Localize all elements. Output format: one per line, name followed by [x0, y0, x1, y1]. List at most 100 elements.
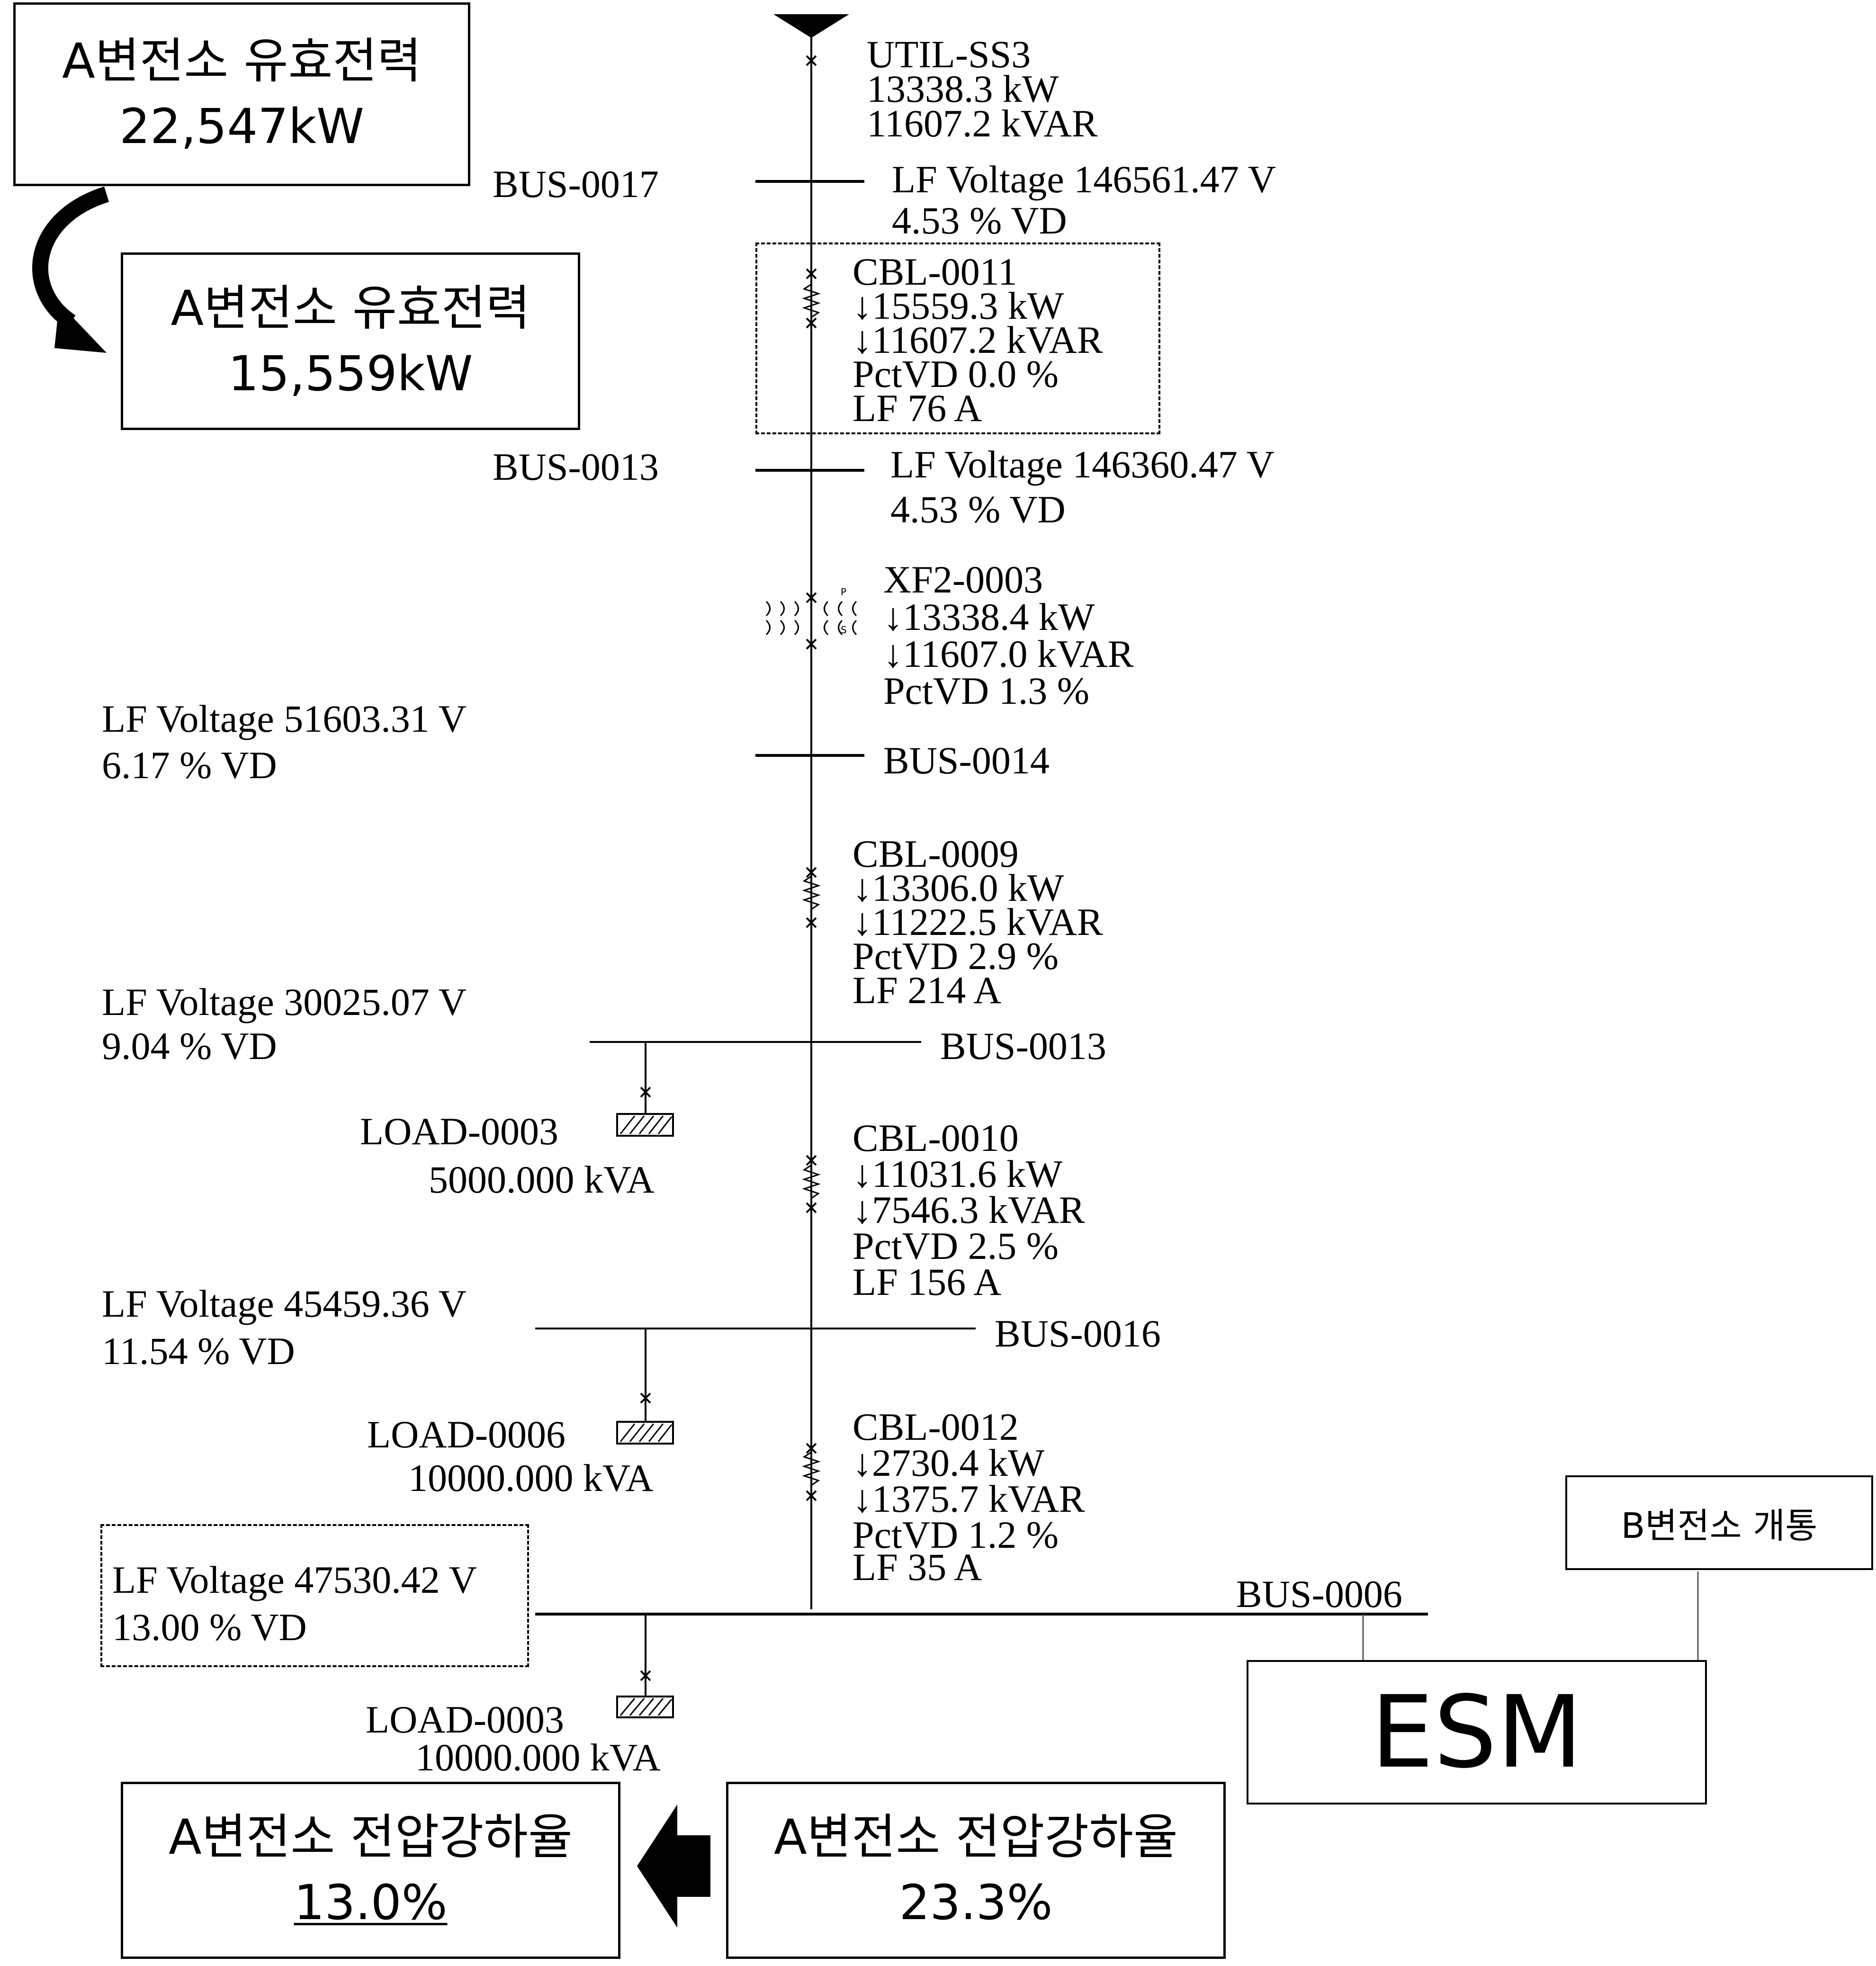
breaker-marks [806, 55, 817, 1501]
load-0006-kva: 10000.000 kVA [408, 1456, 654, 1499]
utility-source-icon [773, 14, 849, 38]
cbl-0010-kvar-row: ↓7546.3 kVAR [853, 1191, 1085, 1230]
cbl-0009-name: CBL-0009 [853, 832, 1019, 875]
esm-box: ESM [1247, 1660, 1707, 1804]
xf2-0003-pctvd: PctVD 1.3 % [883, 669, 1090, 712]
flow-arrow-icon: ↓ [853, 1152, 872, 1195]
power-before-value: 22,547kW [119, 99, 364, 155]
cable-0010-icon [802, 1164, 821, 1199]
bus-0013-mid-voltage: LF Voltage 30025.07 V [102, 980, 467, 1023]
bus-0013-top-name: BUS-0013 [493, 445, 659, 488]
bus-0006-highlight-box [100, 1524, 529, 1667]
bus-0006-voltage: LF Voltage 47530.42 V [112, 1558, 477, 1601]
power-before-title: A변전소 유효전력 [62, 33, 422, 90]
cbl-0010-kw-row: ↓11031.6 kW [853, 1155, 1062, 1194]
cable-0011-icon [802, 283, 821, 318]
xf2-0003-kw-row: ↓13338.4 kW [883, 598, 1095, 637]
bus-0014-vd: 6.17 % VD [102, 744, 277, 787]
load-0006-name: LOAD-0006 [367, 1413, 566, 1456]
flow-arrow-icon: ↓ [853, 1441, 872, 1484]
flow-arrow-icon: ↓ [853, 900, 872, 943]
bus-0017-name: BUS-0017 [493, 162, 659, 206]
bus-0017-vd: 4.53 % VD [892, 199, 1067, 242]
power-after-title: A변전소 유효전력 [171, 280, 530, 337]
cbl-0011-kvar-row: ↓11607.2 kVAR [853, 321, 1103, 359]
cbl-0012-lf: LF 35 A [853, 1545, 982, 1589]
cbl-0012-pctvd: PctVD 1.2 % [853, 1513, 1059, 1556]
power-before-box: A변전소 유효전력 22,547kW [13, 2, 470, 186]
cable-0012-icon [802, 1451, 821, 1486]
esm-connectors [1362, 1571, 1699, 1660]
load-0003-b-kva: 10000.000 kVA [415, 1736, 661, 1779]
utility-kw: 13338.3 kW [867, 67, 1059, 110]
load-0003-a-name: LOAD-0003 [360, 1110, 559, 1153]
vd-before-value: 23.3% [899, 1875, 1053, 1931]
bus-0016-voltage: LF Voltage 45459.36 V [102, 1282, 467, 1325]
flow-arrow-icon: ↓ [853, 318, 872, 361]
xf2-0003-kw: 13338.4 kW [903, 595, 1095, 638]
cbl-0009-kvar: 11222.5 kVAR [872, 900, 1103, 943]
bus-0014-name: BUS-0014 [883, 739, 1050, 782]
cbl-0012-kw: 2730.4 kW [872, 1441, 1045, 1484]
flow-arrow-icon: ↓ [853, 1188, 872, 1231]
xf2-0003-secondary-label: S [841, 624, 847, 636]
bus-0006-name: BUS-0006 [1236, 1572, 1402, 1616]
vd-before-box: A변전소 전압강하율 23.3% [726, 1782, 1226, 1959]
cbl-0009-kw: 13306.0 kW [872, 866, 1064, 909]
flow-arrow-icon: ↓ [853, 284, 872, 327]
load-0003-b-drop [616, 1614, 674, 1718]
flow-arrow-icon: ↓ [853, 1477, 872, 1520]
cbl-0011-kw-row: ↓15559.3 kW [853, 287, 1064, 325]
bus-0016-vd: 11.54 % VD [102, 1329, 295, 1373]
cbl-0012-kw-row: ↓2730.4 kW [853, 1444, 1044, 1482]
flow-arrow-icon: ↓ [883, 632, 903, 675]
utility-kvar: 11607.2 kVAR [867, 102, 1098, 145]
b-substation-open-label: B변전소 개통 [1621, 1505, 1818, 1546]
vd-before-title: A변전소 전압강하율 [774, 1809, 1178, 1866]
cbl-0009-lf: LF 214 A [853, 969, 1002, 1012]
cbl-0011-name: CBL-0011 [853, 250, 1017, 293]
bus-0014-voltage: LF Voltage 51603.31 V [102, 697, 467, 740]
bus-0013-mid-name: BUS-0013 [940, 1024, 1106, 1068]
cbl-0009-kw-row: ↓13306.0 kW [853, 869, 1064, 907]
cbl-0009-pctvd: PctVD 2.9 % [853, 934, 1059, 978]
cbl-0011-kvar: 11607.2 kVAR [872, 318, 1103, 361]
bus-0013-mid-vd: 9.04 % VD [102, 1024, 277, 1068]
esm-label: ESM [1371, 1674, 1583, 1790]
xf2-0003-primary-label: P [841, 586, 847, 598]
bus-0006-vd: 13.00 % VD [112, 1606, 307, 1649]
xf2-0003-kvar-row: ↓11607.0 kVAR [883, 635, 1134, 673]
power-after-box: A변전소 유효전력 15,559kW [121, 252, 580, 430]
bus-0013-top-vd: 4.53 % VD [890, 488, 1066, 531]
cbl-0010-pctvd: PctVD 2.5 % [853, 1224, 1059, 1267]
cbl-0010-kvar: 7546.3 kVAR [872, 1188, 1085, 1231]
vd-after-box: A변전소 전압강하율 13.0% [121, 1782, 620, 1959]
load-0003-a-kva: 5000.000 kVA [429, 1158, 655, 1201]
cbl-0009-kvar-row: ↓11222.5 kVAR [853, 903, 1103, 942]
left-arrow-icon [637, 1804, 710, 1928]
xf2-0003-name: XF2-0003 [883, 558, 1043, 601]
power-after-value: 15,559kW [228, 345, 473, 402]
cbl-0011-kw: 15559.3 kW [872, 284, 1064, 327]
flow-arrow-icon: ↓ [883, 595, 903, 638]
bus-0017-voltage: LF Voltage 146561.47 V [892, 158, 1276, 201]
vd-after-title: A변전소 전압강하율 [169, 1809, 573, 1866]
flow-arrow-icon: ↓ [853, 866, 872, 909]
vd-after-value: 13.0% [294, 1875, 448, 1931]
b-substation-open-box: B변전소 개통 [1565, 1475, 1873, 1570]
curved-arrow-icon [32, 186, 109, 353]
xf2-0003-kvar: 11607.0 kVAR [903, 632, 1134, 675]
cbl-0010-lf: LF 156 A [853, 1260, 1002, 1303]
cbl-0012-kvar: 1375.7 kVAR [872, 1477, 1085, 1520]
utility-name: UTIL-SS3 [867, 33, 1031, 76]
cbl-0011-pctvd: PctVD 0.0 % [853, 352, 1059, 395]
load-0006-drop [616, 1329, 674, 1445]
cbl-0012-name: CBL-0012 [853, 1405, 1019, 1448]
load-0003-a-drop [616, 1042, 674, 1137]
cable-0009-icon [802, 875, 821, 910]
load-0003-b-name: LOAD-0003 [366, 1698, 565, 1741]
cbl-0010-name: CBL-0010 [853, 1116, 1019, 1159]
cbl-0010-kw: 11031.6 kW [872, 1152, 1063, 1195]
